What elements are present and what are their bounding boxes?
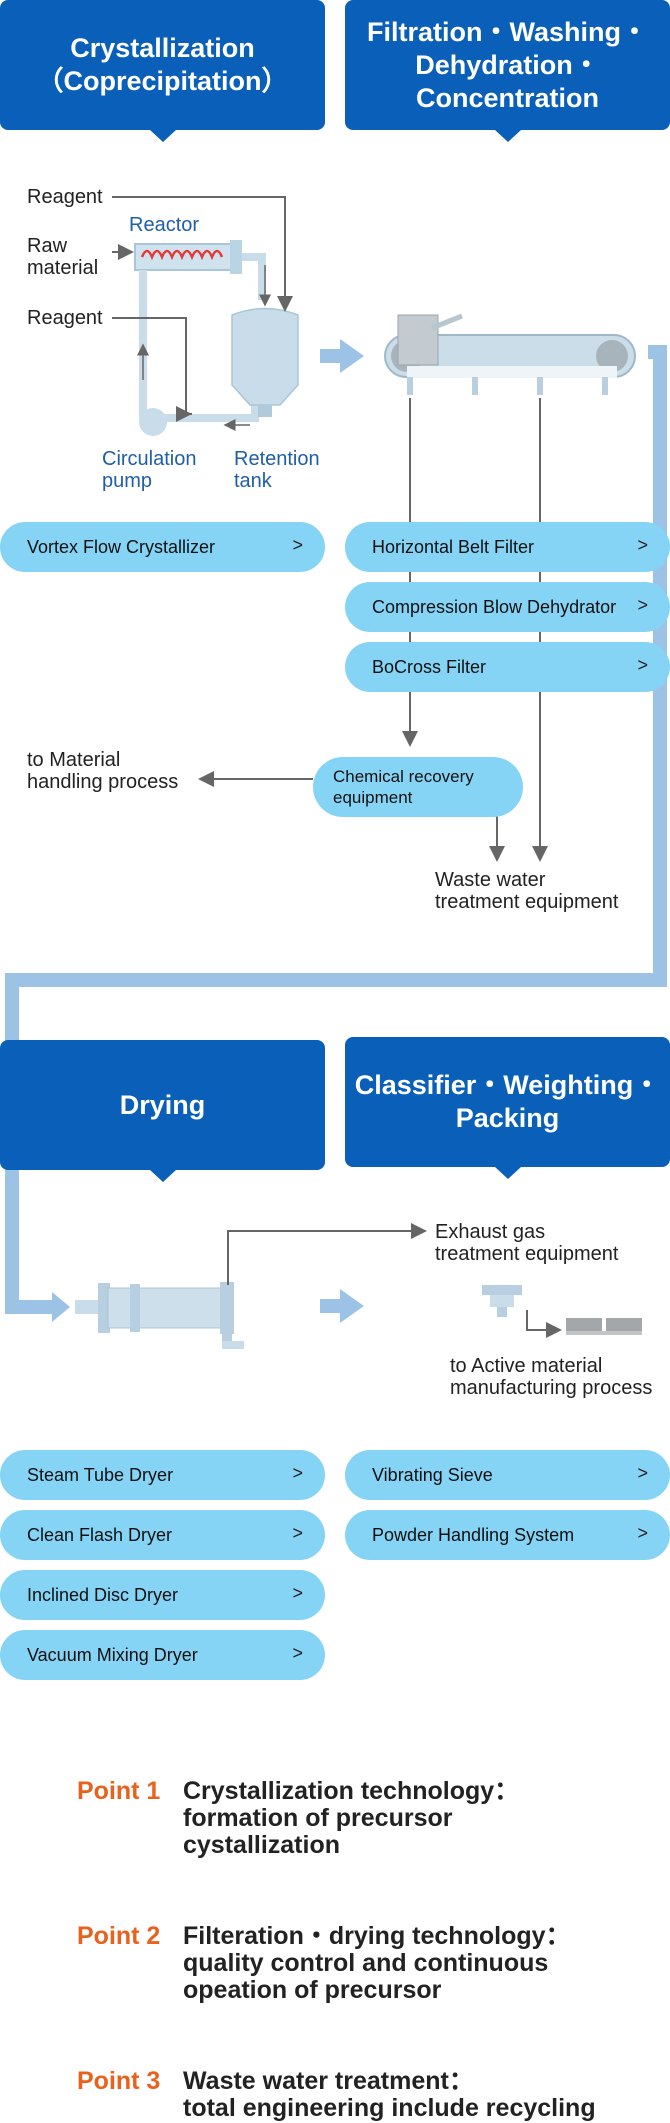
vacuum-mixing-dryer-button[interactable]: Vacuum Mixing Dryer > xyxy=(0,1630,325,1680)
chevron-right-icon: > xyxy=(637,1523,648,1543)
point-3-text: Waste water treatment： total engineering… xyxy=(183,2067,596,2122)
point-1-label: Point 1 xyxy=(77,1777,161,1805)
reagent-lines xyxy=(112,196,293,431)
label-exhaust-gas: Exhaust gas treatment equipment xyxy=(435,1221,619,1265)
pill-label: Vacuum Mixing Dryer xyxy=(27,1644,198,1665)
point-2-label: Point 2 xyxy=(77,1922,161,1950)
label-reactor: Reactor xyxy=(129,214,200,236)
point-1-text: Crystallization technology： formation of… xyxy=(183,1777,520,1859)
chevron-right-icon: > xyxy=(292,535,303,555)
chemical-recovery-equipment-button[interactable]: Chemical recovery equipment xyxy=(313,757,523,817)
point-2-text: Filteration・drying technology： quality c… xyxy=(183,1922,571,2004)
pill-label: Compression Blow Dehydrator xyxy=(372,596,617,617)
powder-handling-system-button[interactable]: Powder Handling System > xyxy=(345,1510,670,1560)
exhaust-line xyxy=(227,1223,427,1285)
label-reagent-mid: Reagent xyxy=(27,307,103,329)
header-classifier: Classifier・Weighting・ Packing xyxy=(345,1037,670,1179)
main-flow-line xyxy=(5,345,667,1322)
inclined-disc-dryer-button[interactable]: Inclined Disc Dryer > xyxy=(0,1570,325,1620)
flow-arrow-2 xyxy=(320,1289,364,1323)
pill-label: BoCross Filter xyxy=(372,656,487,677)
pill-label: Chemical recovery equipment xyxy=(333,767,474,807)
sieve-icon xyxy=(482,1285,522,1317)
chevron-right-icon: > xyxy=(637,595,648,615)
chevron-right-icon: > xyxy=(292,1523,303,1543)
pill-label: Vortex Flow Crystallizer xyxy=(27,536,216,557)
chevron-right-icon: > xyxy=(292,1463,303,1483)
header-drying: Drying xyxy=(0,1040,325,1182)
vortex-flow-crystallizer-button[interactable]: Vortex Flow Crystallizer > xyxy=(0,522,325,572)
clean-flash-dryer-button[interactable]: Clean Flash Dryer > xyxy=(0,1510,325,1560)
packing-icon xyxy=(526,1310,642,1338)
bocross-filter-button[interactable]: BoCross Filter > xyxy=(345,642,670,692)
chevron-right-icon: > xyxy=(637,655,648,675)
chevron-right-icon: > xyxy=(292,1583,303,1603)
chevron-right-icon: > xyxy=(637,1463,648,1483)
label-to-active-material: to Active material manufacturing process xyxy=(450,1355,653,1399)
pill-label: Inclined Disc Dryer xyxy=(27,1584,179,1605)
pill-label: Vibrating Sieve xyxy=(372,1464,493,1485)
flow-arrow-1 xyxy=(320,339,364,373)
point-3-label: Point 3 xyxy=(77,2067,161,2095)
compression-blow-dehydrator-button[interactable]: Compression Blow Dehydrator > xyxy=(345,582,670,632)
pill-label: Powder Handling System xyxy=(372,1524,575,1545)
chevron-right-icon: > xyxy=(637,535,648,555)
dryer-icon xyxy=(75,1282,244,1349)
reactor-icon xyxy=(134,240,242,274)
pill-label: Horizontal Belt Filter xyxy=(372,536,535,557)
label-reagent-top: Reagent xyxy=(27,186,103,208)
belt-filter-icon xyxy=(384,313,636,395)
retention-tank-icon xyxy=(231,307,299,417)
label-to-material-handling: to Material handling process xyxy=(27,749,179,793)
steam-tube-dryer-button[interactable]: Steam Tube Dryer > xyxy=(0,1450,325,1500)
chevron-right-icon: > xyxy=(292,1643,303,1663)
horizontal-belt-filter-button[interactable]: Horizontal Belt Filter > xyxy=(345,522,670,572)
label-circulation-pump: Circulation pump xyxy=(102,448,197,492)
label-raw-material: Raw material xyxy=(27,235,99,279)
header-crystallization: Crystallization （Coprecipitation） xyxy=(0,0,325,142)
header-filtration: Filtration・Washing・ Dehydration・ Concent… xyxy=(345,0,670,142)
pill-label: Clean Flash Dryer xyxy=(27,1524,173,1545)
label-waste-water: Waste water treatment equipment xyxy=(435,869,619,913)
vibrating-sieve-button[interactable]: Vibrating Sieve > xyxy=(345,1450,670,1500)
pill-label: Steam Tube Dryer xyxy=(27,1464,174,1485)
label-retention-tank: Retention tank xyxy=(234,448,320,492)
